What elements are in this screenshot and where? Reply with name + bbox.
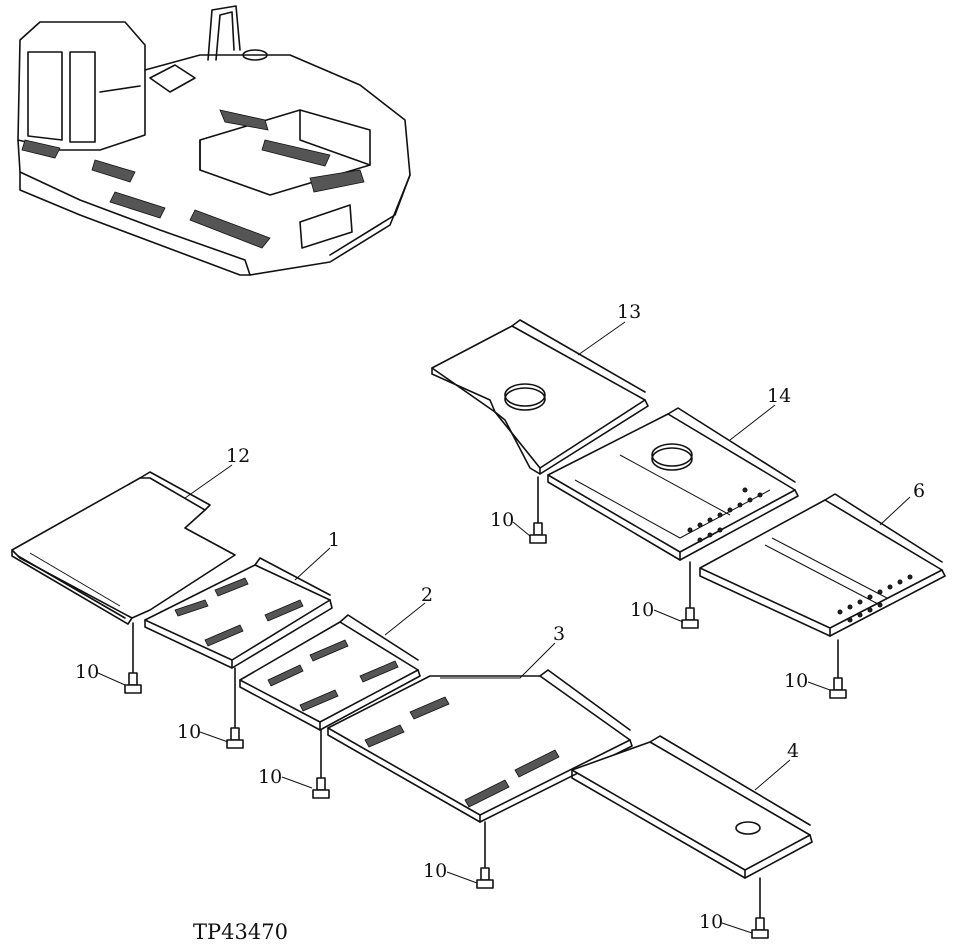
callout-10: 10	[177, 721, 201, 743]
bolt-icon	[681, 561, 699, 629]
callout-10: 10	[75, 661, 99, 683]
callout-10: 10	[784, 670, 808, 692]
bolt-icon	[124, 622, 142, 694]
floor-plate-13	[431, 319, 649, 475]
figure-code: TP43470	[193, 920, 288, 944]
floor-plate-1	[144, 557, 333, 669]
bolt-icon	[751, 877, 769, 939]
callout-6: 6	[913, 480, 925, 502]
callout-12: 12	[226, 445, 250, 467]
floor-plate-14	[547, 407, 799, 561]
callout-10: 10	[423, 860, 447, 882]
floor-plate-12	[11, 471, 236, 625]
callout-2: 2	[421, 584, 433, 606]
callout-3: 3	[553, 623, 565, 645]
callout-10: 10	[258, 766, 282, 788]
floor-plate-2	[239, 614, 421, 731]
bolt-icon	[476, 821, 494, 889]
bolt-icon	[829, 639, 847, 699]
floor-plate-4	[571, 735, 813, 879]
leader-lines	[97, 321, 911, 934]
callout-labels: 12 1 2 3 4 13 14 6 10 10 10 10 10 10 10 …	[75, 301, 925, 933]
floor-plate-6	[699, 493, 946, 637]
floor-plate-3	[327, 669, 633, 823]
bolt-icon-group	[124, 476, 847, 939]
callout-13: 13	[617, 301, 641, 323]
callout-1: 1	[328, 529, 340, 551]
bolt-icon	[226, 667, 244, 749]
bolt-icon	[529, 476, 547, 544]
excavator-overview-illustration	[17, 5, 411, 276]
callout-10: 10	[490, 509, 514, 531]
callout-14: 14	[767, 385, 791, 407]
callout-4: 4	[787, 740, 799, 762]
bolt-icon	[312, 729, 330, 799]
callout-10: 10	[630, 599, 654, 621]
callout-10: 10	[699, 911, 723, 933]
